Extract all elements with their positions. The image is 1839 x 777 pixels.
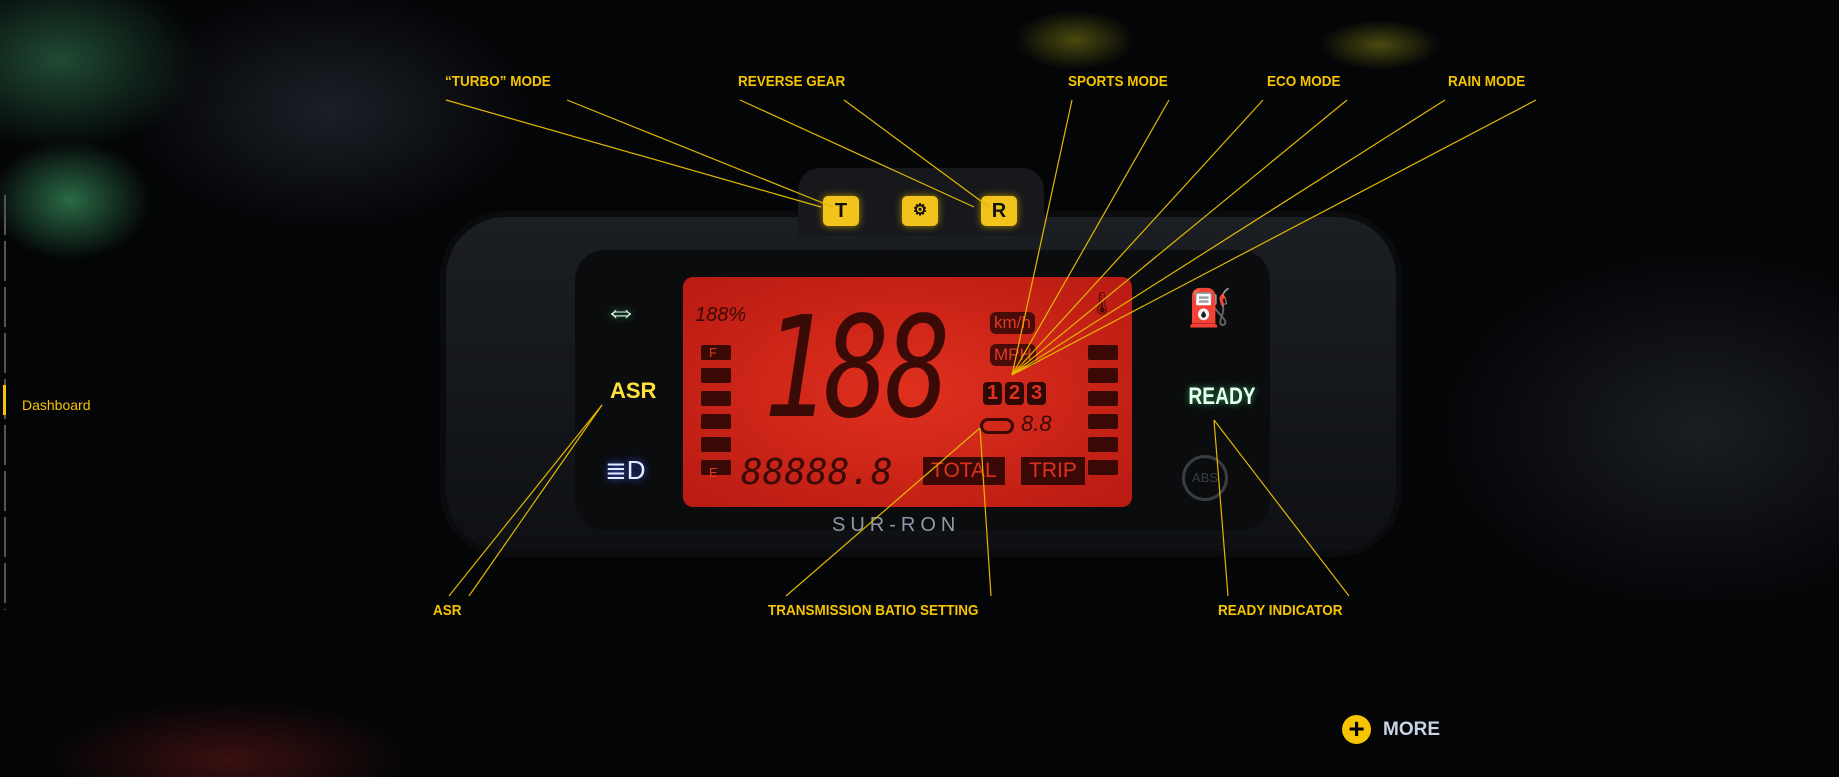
sidebar-item-dashboard[interactable]: Dashboard <box>22 397 91 413</box>
ratio-readout: 8.8 <box>1021 411 1052 436</box>
fuel-gauge-left <box>701 345 731 483</box>
fuel-empty-label: E <box>709 465 718 480</box>
sidebar-active-marker <box>3 385 6 415</box>
unit-mph: MPH <box>990 344 1036 366</box>
gear-2: 2 <box>1005 382 1024 405</box>
abs-indicator: ABS <box>1182 455 1228 501</box>
asr-indicator: ASR <box>610 378 657 403</box>
battery-percent: 188% <box>695 304 747 326</box>
gear-1: 1 <box>983 382 1002 405</box>
trip-label: TRIP <box>1021 457 1085 485</box>
unit-kmh: km/h <box>990 312 1035 334</box>
label-rain-mode: RAIN MODE <box>1448 73 1526 90</box>
label-sports-mode: SPORTS MODE <box>1068 73 1168 90</box>
headlight-icon: ≣D <box>605 455 646 485</box>
gear-3: 3 <box>1027 382 1046 405</box>
speed-readout: 188 <box>763 287 951 450</box>
check-engine-icon: ⚙ <box>902 196 938 226</box>
plus-icon: + <box>1342 715 1371 744</box>
turn-signal-icon: ⇔ <box>604 292 638 330</box>
fuel-charge-icon: ⛽ <box>1187 287 1232 328</box>
ready-indicator: READY <box>1188 383 1256 410</box>
gear-mode-selector: 1 2 3 <box>983 382 1046 405</box>
label-transmission-ratio: TRANSMISSION BATIO SETTING <box>768 602 979 619</box>
label-ready-indicator: READY INDICATOR <box>1218 602 1343 619</box>
power-gauge-right <box>1088 345 1118 483</box>
reverse-indicator: R <box>981 196 1017 226</box>
label-reverse-gear: REVERSE GEAR <box>738 73 846 90</box>
label-turbo-mode: “TURBO” MODE <box>445 73 551 90</box>
lcd-screen: 188% 188 km/h MPH 🌡 F E 1 2 3 8.8 88888.… <box>683 277 1132 507</box>
chain-icon <box>980 418 1014 434</box>
more-label: MORE <box>1383 718 1440 740</box>
turbo-indicator: T <box>823 196 859 226</box>
brand-logo: SUR-RON <box>832 514 961 536</box>
fuel-full-label: F <box>709 345 717 360</box>
label-asr: ASR <box>433 602 462 619</box>
more-button[interactable]: + MORE <box>1342 715 1440 744</box>
odometer-readout: 88888.8 <box>741 452 893 493</box>
label-eco-mode: ECO MODE <box>1267 73 1341 90</box>
total-label: TOTAL <box>923 457 1005 485</box>
